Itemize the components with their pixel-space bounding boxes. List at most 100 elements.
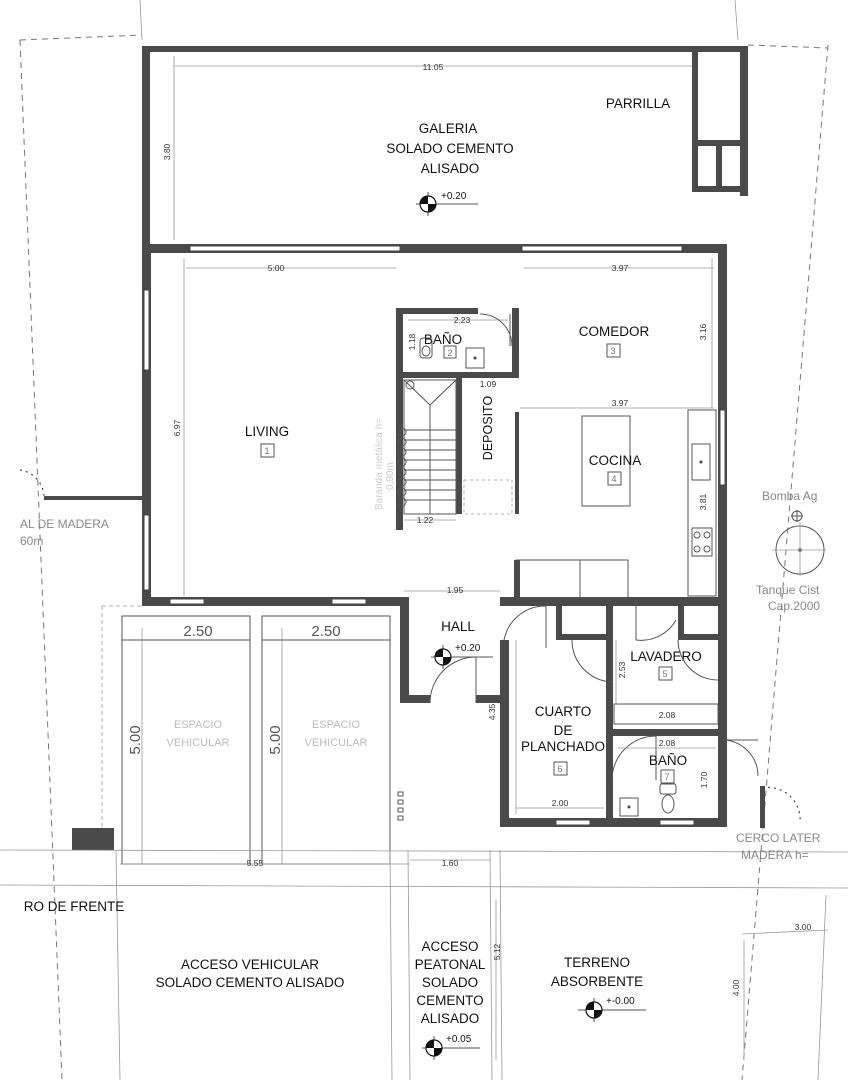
- room-label-cocina: COCINA: [589, 453, 642, 468]
- cerco-madera-label: AL DE MADERA: [20, 517, 109, 531]
- tanque-label: Tanque Cist: [756, 583, 820, 597]
- label-acceso-peatonal-5: ALISADO: [421, 1011, 480, 1026]
- room-number-lavadero: 5: [662, 669, 667, 679]
- room-number-comedor: 3: [610, 346, 615, 356]
- label-terreno-1: TERRENO: [564, 955, 630, 970]
- bomba-label: Bomba Ag: [762, 489, 817, 503]
- toilet-icon: [659, 783, 677, 814]
- dim-deposito-width: 1.09: [480, 379, 497, 389]
- parking-label-1a: ESPACIO: [174, 719, 223, 731]
- cerco-madera-height: 60m: [20, 534, 43, 548]
- dim-comedor-depth: 3.16: [698, 323, 708, 340]
- dim-peatonal-width: 1.60: [442, 858, 459, 868]
- tanque-capacity: Cap.2000: [768, 599, 820, 613]
- label-acceso-peatonal-2: PEATONAL: [415, 957, 486, 972]
- level-marker-icon: [422, 1036, 480, 1060]
- level-galeria: +0.20: [441, 191, 467, 202]
- label-terreno-2: ABSORBENTE: [551, 974, 643, 989]
- side-annotations: AL DE MADERA 60m Bomba Ag Tanque Cist Ca…: [19, 469, 826, 862]
- room-label-cuarto-2: DE: [554, 723, 573, 738]
- level-marker-icon: [416, 192, 478, 216]
- dim-comedor-width: 3.97: [612, 263, 629, 273]
- dim-hall-width: 1.95: [447, 585, 464, 595]
- house-walls: [142, 244, 727, 827]
- level-marker-icon: [578, 998, 646, 1022]
- dim-cuarto-width: 2.00: [552, 798, 569, 808]
- dim-peatonal-depth: 5.12: [492, 943, 502, 960]
- dim-lavadero-depth: 2.53: [617, 661, 627, 678]
- sink-icon: [619, 797, 639, 817]
- room-label-galeria-1: GALERIA: [419, 121, 478, 136]
- room-number-cocina: 4: [611, 474, 616, 484]
- level-terreno: +-0.00: [606, 996, 635, 1007]
- dim-cuarto-depth: 4.35: [487, 703, 497, 720]
- dim-bano2-depth: 1.70: [699, 771, 709, 788]
- room-number-bano: 2: [447, 348, 452, 358]
- sink-icon: [691, 443, 711, 481]
- room-label-lavadero: LAVADERO: [630, 649, 702, 664]
- dim-garage-depth-1: 5.00: [127, 725, 144, 754]
- room-label-comedor: COMEDOR: [579, 324, 650, 339]
- dim-lavadero-width: 2.08: [659, 710, 676, 720]
- stove-icon: [691, 527, 713, 557]
- pump-icon: [791, 510, 803, 522]
- room-label-parrilla: PARRILLA: [606, 96, 670, 111]
- service-area: LAVADERO 5 2.53 2.08 4.35 CUARTO DE PLAN…: [487, 600, 759, 817]
- cerco-lateral-height: MADERA h=: [741, 848, 809, 862]
- dim-cocina-depth: 3.81: [698, 493, 708, 510]
- label-acceso-peatonal-3: SOLADO: [422, 975, 478, 990]
- room-number-bano2: 7: [664, 772, 669, 782]
- dim-galeria-width: 11.05: [423, 62, 444, 72]
- level-marker-icon: [431, 645, 493, 669]
- hall-area: HALL +0.20: [429, 605, 547, 704]
- room-label-bano2: BAÑO: [649, 753, 687, 768]
- dim-bano-depth: 1.18: [407, 333, 417, 350]
- room-label-cuarto-1: CUARTO: [535, 704, 592, 719]
- dim-garage-width-1: 2.50: [183, 623, 212, 640]
- room-label-galeria-3: ALISADO: [421, 161, 480, 176]
- level-peatonal: +0.05: [446, 1034, 472, 1045]
- parking-label-2a: ESPACIO: [312, 719, 361, 731]
- label-acceso-peatonal-1: ACCESO: [421, 939, 478, 954]
- dim-garage-width-2: 2.50: [311, 623, 340, 640]
- label-acceso-peatonal-4: CEMENTO: [416, 993, 483, 1008]
- dim-cocina-width: 3.97: [612, 398, 629, 408]
- dim-terreno-width: 3.00: [795, 922, 812, 932]
- sink-icon: [465, 347, 485, 369]
- room-number-cuarto: 6: [557, 764, 562, 774]
- garage-area: 2.50 2.50 5.00 5.00 ESPACIO VEHICULAR ES…: [72, 605, 404, 865]
- dim-living-width: 5.00: [268, 263, 285, 273]
- level-hall: +0.20: [455, 643, 481, 654]
- dim-galeria-depth: 3.80: [162, 143, 172, 160]
- muro-frente-label: RO DE FRENTE: [24, 899, 125, 914]
- tank-icon: [772, 522, 826, 576]
- staircase: 1.22: [397, 379, 457, 525]
- core-area: 2.23 1.18 BAÑO 2: [374, 308, 519, 530]
- dim-garage-depth-2: 5.00: [267, 725, 284, 754]
- baranda-note: Baranda metálica h=: [374, 418, 385, 510]
- dim-terreno-depth: 4.00: [731, 979, 741, 996]
- parking-label-1b: VEHICULAR: [167, 737, 230, 749]
- room-label-hall: HALL: [441, 619, 475, 634]
- baranda-note-2: 0,90m: [385, 462, 396, 490]
- room-number-living: 1: [264, 446, 269, 456]
- room-label-bano: BAÑO: [424, 332, 462, 347]
- living-area: 5.00 6.97 LIVING 1 1.95: [172, 258, 500, 596]
- dim-bano-width: 2.23: [454, 315, 471, 325]
- lot-boundary: [19, 0, 829, 1080]
- room-label-living: LIVING: [245, 424, 289, 439]
- dim-escalera-width: 1.22: [417, 515, 434, 525]
- toilet-icon: [419, 337, 433, 359]
- parking-label-2b: VEHICULAR: [305, 737, 368, 749]
- label-acceso-vehicular-1: ACCESO VEHICULAR: [181, 957, 319, 972]
- cerco-lateral-label: CERCO LATER: [736, 831, 821, 845]
- room-label-deposito: DEPOSITO: [481, 396, 495, 461]
- room-label-cuarto-3: PLANCHADO: [521, 739, 605, 754]
- room-label-galeria-2: SOLADO CEMENTO: [386, 141, 513, 156]
- dim-frente-width: 5.55: [247, 858, 264, 868]
- frente-area: 5.55 1.60 5.12 RO DE FRENTE ACCESO VEHIC…: [0, 849, 848, 1080]
- dim-living-depth: 6.97: [172, 419, 182, 436]
- dim-bano2-width: 2.08: [659, 738, 676, 748]
- label-acceso-vehicular-2: SOLADO CEMENTO ALISADO: [156, 975, 345, 990]
